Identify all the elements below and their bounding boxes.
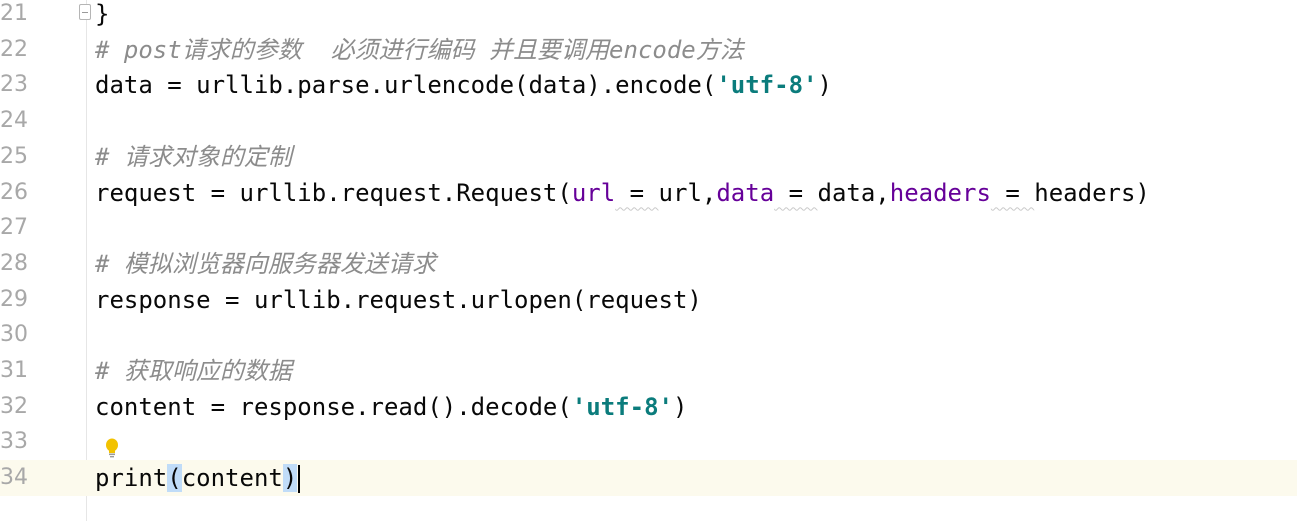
code-token: response = urllib.request.urlopen(reques…	[95, 285, 702, 314]
line-number: 25	[0, 143, 28, 169]
keyword-argument: headers	[889, 178, 991, 207]
code-line[interactable]: 28 # 模拟浏览器向服务器发送请求	[0, 246, 1297, 282]
matched-paren: )	[282, 464, 298, 493]
code-token: }	[95, 0, 110, 28]
line-number: 23	[0, 72, 28, 98]
code-line[interactable]: 32 content = response.read().decode('utf-…	[0, 389, 1297, 425]
code-text[interactable]: request = urllib.request.Request(url = u…	[95, 175, 1150, 211]
line-number: 33	[0, 429, 28, 455]
text-cursor	[298, 465, 301, 494]
code-line[interactable]: 23 data = urllib.parse.urlencode(data).en…	[0, 67, 1297, 103]
code-token: )	[672, 392, 688, 421]
code-text[interactable]: # 模拟浏览器向服务器发送请求	[95, 246, 436, 282]
line-number: 22	[0, 36, 28, 62]
code-line[interactable]: 33	[0, 424, 1297, 460]
code-comment: # 获取响应的数据	[95, 357, 292, 385]
code-token: content	[181, 464, 283, 493]
code-line[interactable]: 31 # 获取响应的数据	[0, 353, 1297, 389]
code-line[interactable]: 30	[0, 317, 1297, 353]
code-token: data,	[817, 178, 890, 207]
code-text[interactable]: # post请求的参数 必须进行编码 并且要调用encode方法	[95, 32, 744, 68]
code-text[interactable]: }	[95, 0, 109, 32]
code-text[interactable]: response = urllib.request.urlopen(reques…	[95, 282, 702, 318]
lightbulb-icon[interactable]	[104, 437, 120, 459]
line-number: 27	[0, 215, 28, 241]
code-text[interactable]: print(content)	[95, 460, 301, 496]
line-number: 32	[0, 393, 28, 419]
code-token: url,	[658, 178, 717, 207]
line-number: 31	[0, 358, 28, 383]
code-line[interactable]: 29 response = urllib.request.urlopen(requ…	[0, 282, 1297, 318]
code-line[interactable]: 21}	[0, 0, 1297, 32]
line-number: 34	[0, 465, 28, 491]
code-line[interactable]: 26 request = urllib.request.Request(url =…	[0, 175, 1297, 211]
gutter-divider	[86, 0, 87, 521]
code-line[interactable]: 22 # post请求的参数 必须进行编码 并且要调用encode方法	[0, 32, 1297, 68]
current-code-line[interactable]: 34 print(content)	[0, 460, 1297, 497]
code-text[interactable]: data = urllib.parse.urlencode(data).enco…	[95, 67, 832, 103]
line-number: 28	[0, 250, 28, 276]
line-number: 21	[0, 1, 28, 26]
line-number: 24	[0, 108, 28, 134]
code-text[interactable]: # 请求对象的定制	[95, 139, 292, 175]
code-line[interactable]: 27	[0, 210, 1297, 246]
fold-marker-icon[interactable]	[79, 4, 91, 20]
pep8-warning-span: =	[615, 178, 659, 207]
code-comment: # 模拟浏览器向服务器发送请求	[95, 249, 436, 278]
pep8-warning-span: =	[774, 178, 818, 207]
code-comment: # 请求对象的定制	[95, 142, 292, 171]
keyword-argument: url	[571, 178, 616, 207]
code-token: headers)	[1034, 178, 1150, 207]
code-text[interactable]: # 获取响应的数据	[95, 353, 292, 389]
keyword-argument: data	[716, 178, 775, 207]
line-number: 30	[0, 322, 28, 348]
code-line[interactable]: 24	[0, 103, 1297, 139]
code-token: content = response.read().decode(	[95, 392, 572, 421]
line-number: 29	[0, 286, 28, 312]
line-number-gutter[interactable]	[0, 0, 86, 521]
code-token: request = urllib.request.Request(	[95, 178, 572, 207]
code-text[interactable]: content = response.read().decode('utf-8'…	[95, 389, 687, 425]
code-token: data = urllib.parse.urlencode(data).enco…	[95, 71, 717, 100]
matched-paren: (	[167, 464, 182, 493]
string-literal: 'utf-8'	[571, 392, 673, 421]
code-token: )	[817, 71, 832, 100]
string-literal: 'utf-8'	[716, 71, 818, 100]
code-token: print	[95, 464, 168, 493]
code-line[interactable]: 25 # 请求对象的定制	[0, 139, 1297, 175]
code-comment: # post请求的参数 必须进行编码 并且要调用encode方法	[95, 35, 744, 64]
pep8-warning-span: =	[990, 178, 1035, 207]
line-number: 26	[0, 179, 28, 205]
